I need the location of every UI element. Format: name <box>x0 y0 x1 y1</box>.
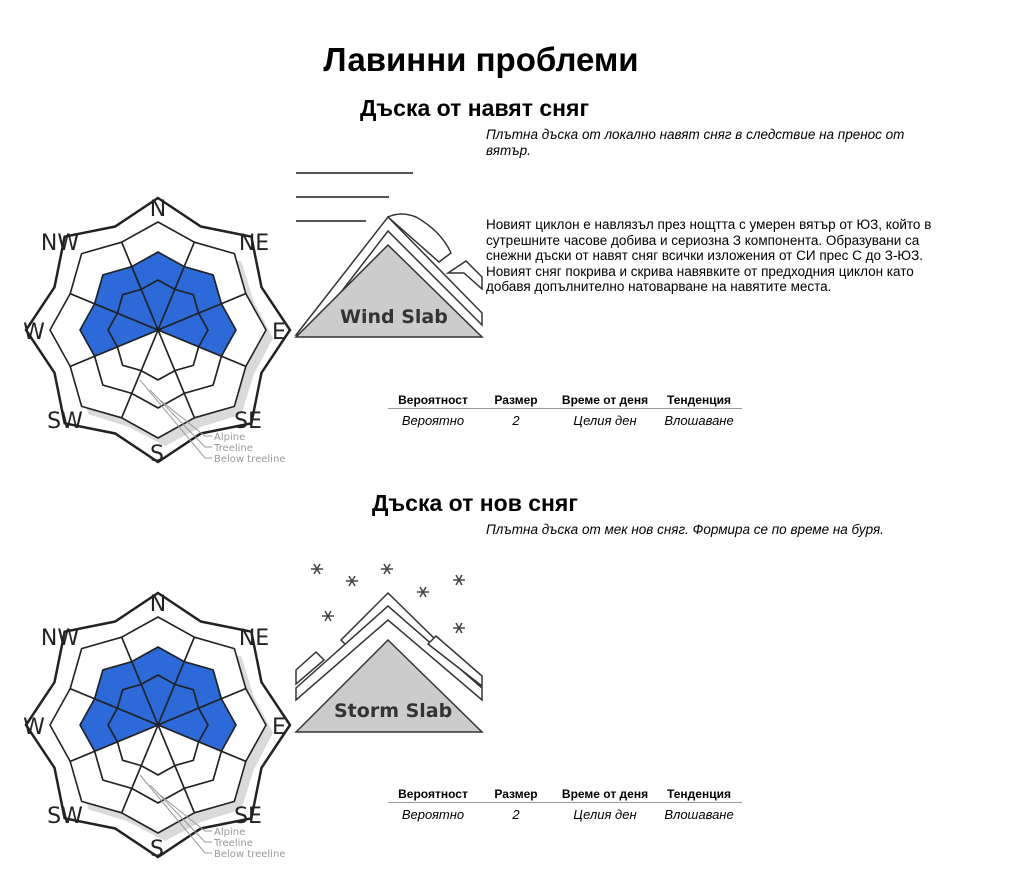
trend-value: Влошаване <box>664 807 734 822</box>
aspect-label-n: N <box>150 197 166 222</box>
wind-slab-icon: Wind Slab <box>294 172 484 338</box>
aspect-label-se: SE <box>234 409 262 434</box>
wind-slab-illustration: Wind Slab <box>294 165 486 343</box>
header-likelihood: Вероятност <box>388 787 478 803</box>
aspect-label-nw: NW <box>41 626 79 651</box>
problem-short-description: Плътна дъска от мек нов сняг. Формира се… <box>486 522 884 537</box>
page-title: Лавинни проблеми <box>323 41 639 78</box>
legend-treeline: Treeline <box>213 443 253 454</box>
aspect-label-n: N <box>150 592 166 617</box>
likelihood-value: Вероятно <box>401 807 465 822</box>
header-size: Размер <box>478 393 554 409</box>
header-likelihood: Вероятност <box>388 393 478 409</box>
header-trend: Тенденция <box>656 787 742 803</box>
aspect-label-w: W <box>23 320 45 345</box>
trend-value: Влошаване <box>664 413 734 428</box>
legend-line-alpine <box>159 399 212 437</box>
problem-parameters-table: Вероятност Размер Време от деня Тенденци… <box>388 787 742 822</box>
aspect-label-ne: NE <box>239 231 269 256</box>
aspect-label-se: SE <box>234 804 262 829</box>
header-time: Време от деня <box>554 393 656 409</box>
legend-below: Below treeline <box>214 454 285 465</box>
size-value: 2 <box>512 413 520 428</box>
table-row: Вероятно 2 Целия ден Влошаване <box>388 409 742 428</box>
legend-below: Below treeline <box>214 849 285 860</box>
time-value: Целия ден <box>573 413 637 428</box>
legend-alpine: Alpine <box>214 827 245 838</box>
problem-short-description: Плътна дъска от локално навят сняг в сле… <box>486 127 905 158</box>
problem-parameters-table: Вероятност Размер Време от деня Тенденци… <box>388 393 742 428</box>
legend-alpine: Alpine <box>214 432 245 443</box>
header-time: Време от деня <box>554 787 656 803</box>
aspect-label-e: E <box>272 320 286 345</box>
rose-sector-nw-band-2 <box>69 636 133 700</box>
legend-line-alpine <box>159 794 212 832</box>
problem-title: Дъска от нов сняг <box>372 490 578 516</box>
legend-line-treeline <box>149 389 212 448</box>
header-size: Размер <box>478 787 554 803</box>
time-value: Целия ден <box>573 807 637 822</box>
likelihood-value: Вероятно <box>401 413 465 428</box>
illustration-label: Wind Slab <box>340 306 448 328</box>
aspect-label-w: W <box>23 715 45 740</box>
size-value: 2 <box>512 807 520 822</box>
aspect-label-s: S <box>150 837 164 862</box>
aspect-label-sw: SW <box>47 804 83 829</box>
aspect-label-sw: SW <box>47 409 83 434</box>
header-trend: Тенденция <box>656 393 742 409</box>
table-row: Вероятно 2 Целия ден Влошаване <box>388 803 742 822</box>
aspect-label-s: S <box>150 442 164 467</box>
rose-sector-nw-band-2 <box>69 241 133 305</box>
legend-line-below <box>139 379 212 459</box>
aspect-label-ne: NE <box>239 626 269 651</box>
legend-line-treeline <box>149 784 212 843</box>
legend-treeline: Treeline <box>213 838 253 849</box>
aspect-label-e: E <box>272 715 286 740</box>
snowflake-icons <box>311 563 465 634</box>
illustration-label: Storm Slab <box>334 700 452 722</box>
aspect-label-nw: NW <box>41 231 79 256</box>
problem-title: Дъска от навят сняг <box>360 95 590 121</box>
storm-slab-icon: Storm Slab <box>294 563 484 733</box>
storm-slab-illustration: Storm Slab <box>294 560 486 738</box>
problem-long-description: Новият циклон е навлязъл през нощтта с у… <box>486 217 932 295</box>
legend-line-below <box>139 774 212 854</box>
